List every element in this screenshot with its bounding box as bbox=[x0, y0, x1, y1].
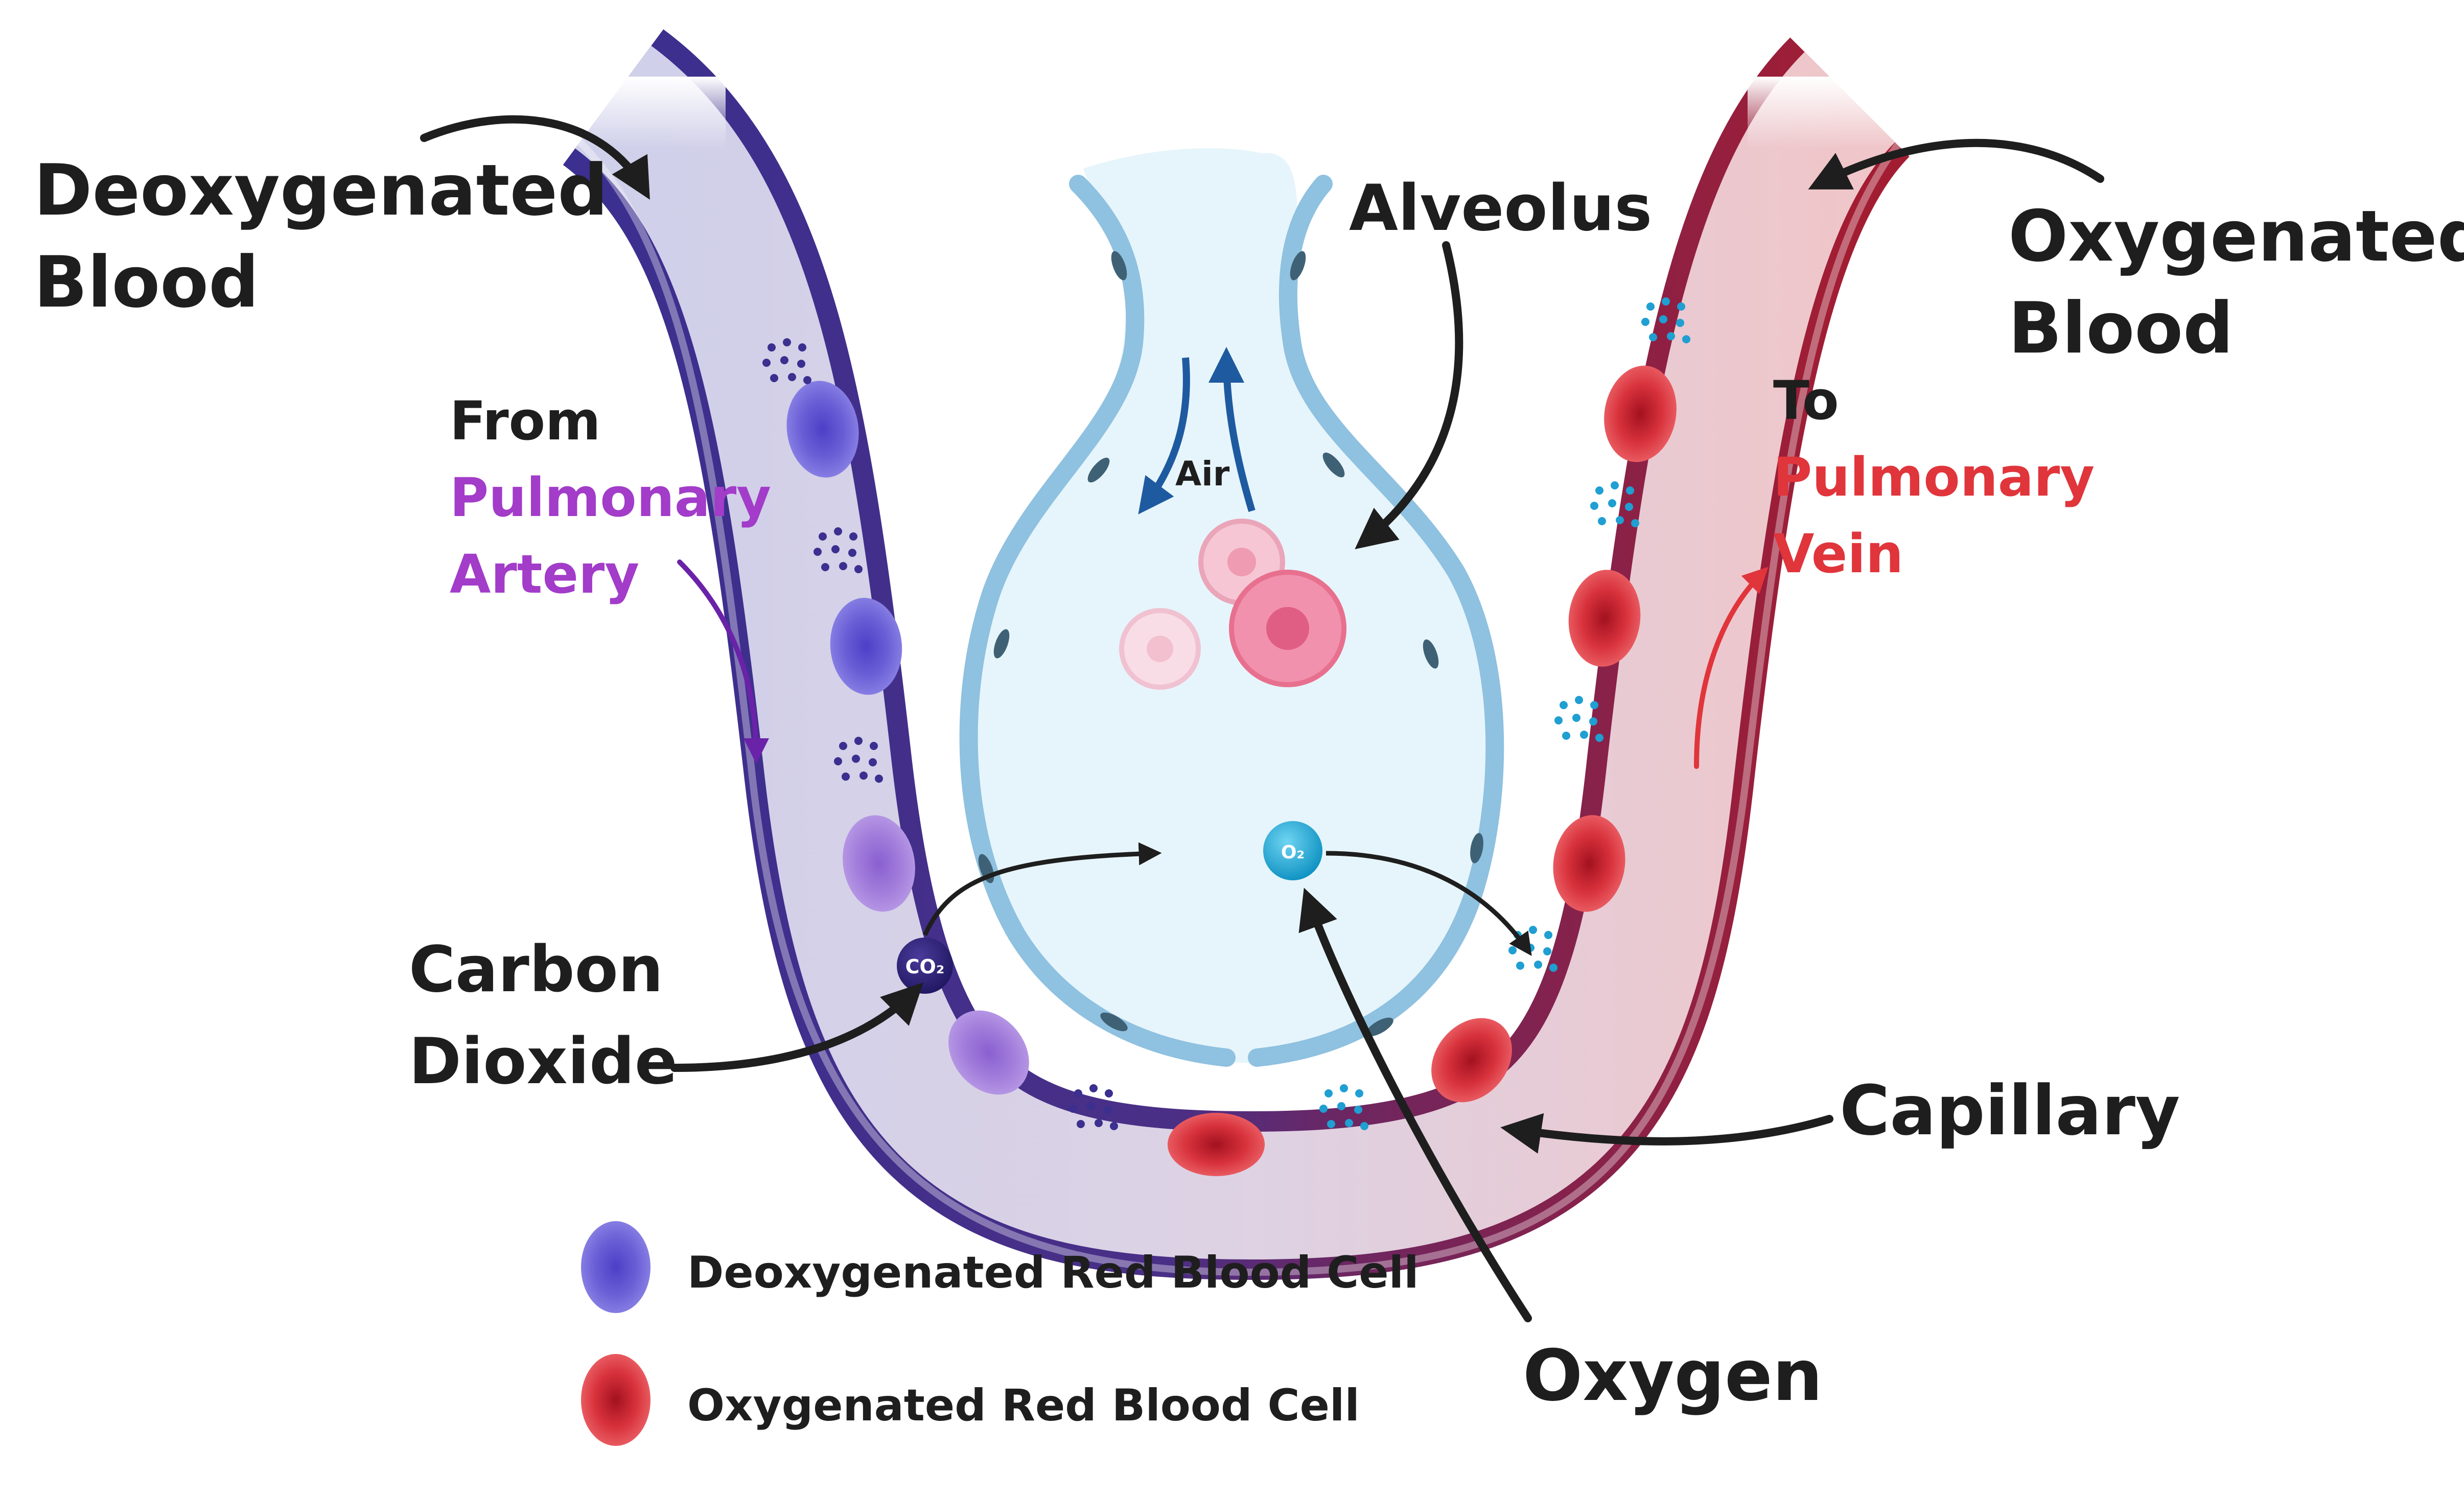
alveolus-arrow bbox=[1355, 241, 1463, 550]
pulmonary-artery-line2: Artery bbox=[450, 543, 639, 605]
fade-left bbox=[511, 77, 726, 148]
to-label: To bbox=[1773, 369, 1839, 432]
oxygenated-blood-label: Oxygenated Blood bbox=[2008, 195, 2464, 369]
alveolus-label: Alveolus bbox=[1349, 172, 1652, 245]
oxygenated-blood-arrow bbox=[1808, 138, 2104, 190]
air-in-arrow bbox=[1138, 357, 1190, 515]
o2-molecule: O₂ bbox=[1263, 821, 1322, 880]
oxygen-label: Oxygen bbox=[1523, 1335, 1823, 1417]
capillary-inner-wall bbox=[549, 114, 1924, 1276]
legend-item-oxygenated: Oxygenated Red Blood Cell bbox=[581, 1354, 1360, 1446]
oxygen-arrow bbox=[1298, 887, 1532, 1322]
air-out-arrow bbox=[1208, 347, 1256, 512]
capillary-lumen bbox=[574, 45, 1896, 1260]
pulmonary-artery-line1: Pulmonary bbox=[450, 466, 771, 529]
alveolus-sac bbox=[960, 148, 1500, 1063]
deoxygenated-blood-label: Deoxygenated Blood bbox=[34, 149, 633, 323]
air-label: Air bbox=[1175, 454, 1230, 494]
pulmonary-artery-arrow bbox=[677, 559, 769, 764]
co2-dot-clusters bbox=[762, 338, 1118, 1130]
capillary-vessel bbox=[511, 29, 1962, 1280]
carbon-dioxide-arrow bbox=[670, 983, 923, 1072]
capillary-arrow bbox=[1500, 1113, 1833, 1154]
capillary-label: Capillary bbox=[1840, 1071, 2180, 1151]
legend: Deoxygenated Red Blood Cell Oxygenated R… bbox=[581, 1221, 1419, 1446]
deoxygenated-blood-line2: Blood bbox=[34, 241, 259, 323]
rbc-oxygenated bbox=[1168, 365, 1677, 1176]
red-blood-cells bbox=[786, 365, 1677, 1176]
legend-oxygenated-swatch bbox=[581, 1354, 650, 1446]
to-pulmonary-vein-label: To Pulmonary Vein bbox=[1773, 369, 2113, 585]
oxygenated-blood-line1: Oxygenated bbox=[2008, 195, 2464, 277]
o2-badge-text: O₂ bbox=[1281, 842, 1305, 863]
deoxygenated-blood-arrow bbox=[420, 115, 650, 200]
legend-item-deoxygenated: Deoxygenated Red Blood Cell bbox=[581, 1221, 1419, 1313]
alveolus: Air bbox=[959, 148, 1504, 1067]
legend-oxygenated-label: Oxygenated Red Blood Cell bbox=[687, 1380, 1360, 1431]
alveolus-wall-left bbox=[959, 175, 1236, 1067]
rbc-transitioning bbox=[843, 815, 1029, 1095]
o2-dot-clusters bbox=[1319, 297, 1690, 1130]
co2-badge-text: CO₂ bbox=[905, 955, 945, 978]
carbon-dioxide-label: Carbon Dioxide bbox=[409, 933, 685, 1098]
legend-deoxygenated-label: Deoxygenated Red Blood Cell bbox=[687, 1247, 1419, 1298]
from-pulmonary-artery-label: From Pulmonary Artery bbox=[450, 390, 789, 605]
alveolus-wall-right bbox=[1248, 175, 1504, 1067]
deoxygenated-blood-line1: Deoxygenated bbox=[34, 149, 608, 231]
fade-right bbox=[1748, 77, 1962, 148]
oxygenated-blood-line2: Blood bbox=[2008, 287, 2234, 369]
o2-diffusion-arrow bbox=[1326, 851, 1532, 956]
pulmonary-vein-arrow bbox=[1694, 567, 1769, 769]
macrophage-cells bbox=[1119, 519, 1346, 690]
legend-deoxygenated-swatch bbox=[581, 1221, 650, 1313]
alveolus-nuclei bbox=[978, 251, 1483, 1037]
co2-diffusion-arrow bbox=[922, 842, 1162, 936]
pulmonary-vein-line2: Vein bbox=[1773, 523, 1903, 585]
from-label: From bbox=[450, 390, 601, 452]
rbc-deoxygenated bbox=[786, 381, 902, 695]
carbon-dioxide-line1: Carbon bbox=[409, 933, 663, 1007]
co2-molecule: CO₂ bbox=[897, 938, 953, 994]
carbon-dioxide-line2: Dioxide bbox=[409, 1025, 678, 1098]
pulmonary-vein-line1: Pulmonary bbox=[1773, 446, 2095, 508]
